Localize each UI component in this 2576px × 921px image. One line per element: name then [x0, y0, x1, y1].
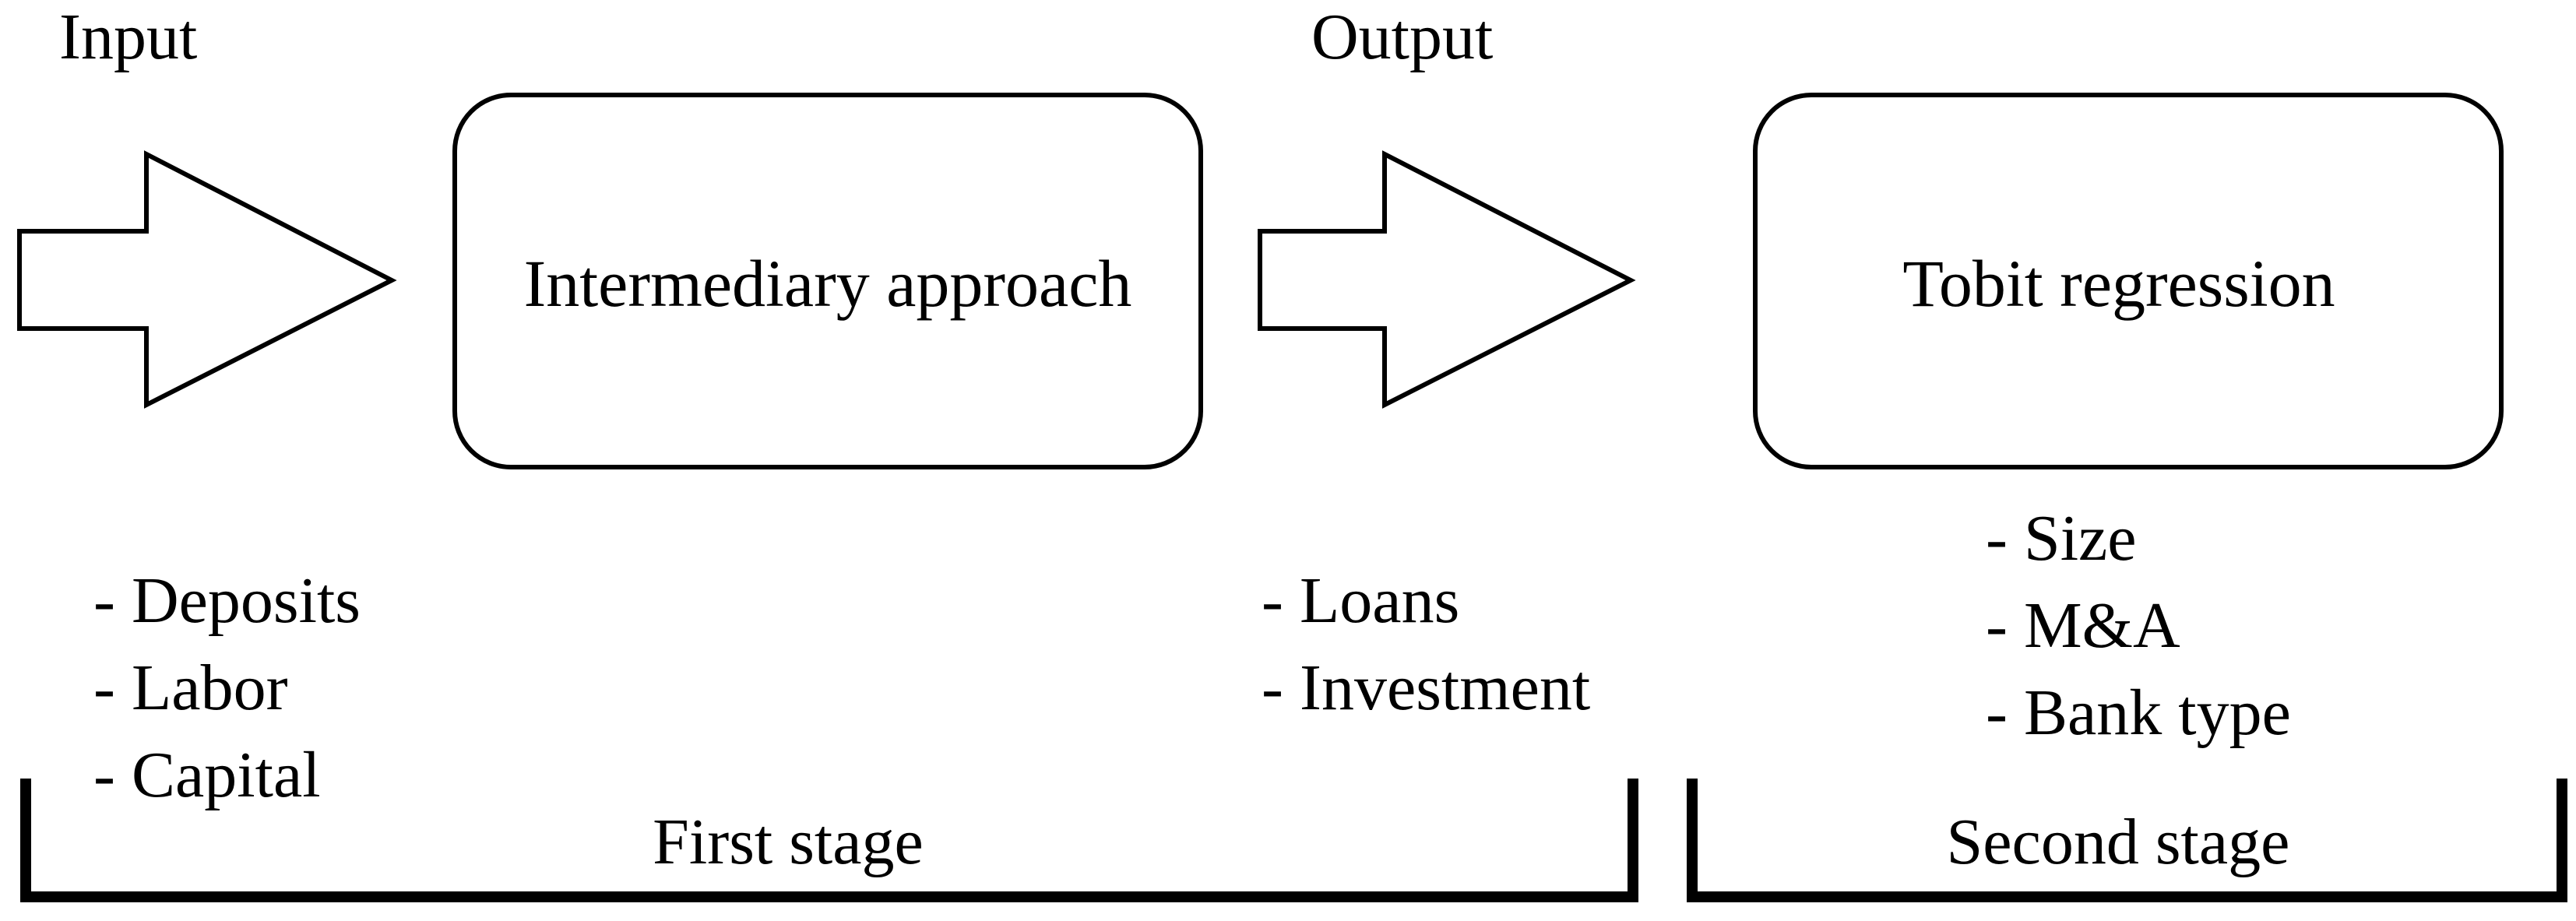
input-label: Input: [59, 1, 198, 73]
list-item: - Investment: [1262, 652, 1591, 724]
list-item: - M&A: [1986, 589, 2180, 662]
tobit-regression-label: Tobit regression: [1902, 246, 2335, 321]
second-stage-bracket: [1687, 779, 2567, 902]
second-stage-variables-list: - Size - M&A - Bank type: [1986, 495, 2291, 757]
list-item: - Loans: [1262, 564, 1460, 637]
list-item: - Deposits: [93, 564, 361, 637]
list-item: - Labor: [93, 652, 288, 724]
input-variables-list: - Deposits - Labor - Capital: [93, 557, 361, 819]
intermediary-approach-box: [452, 93, 1203, 469]
list-item: - Size: [1986, 502, 2137, 575]
tobit-regression-box: [1753, 93, 2504, 469]
intermediary-approach-label: Intermediary approach: [523, 246, 1132, 321]
list-item: - Capital: [93, 739, 321, 811]
list-item: - Bank type: [1986, 677, 2291, 749]
first-stage-label: First stage: [653, 806, 924, 878]
input-arrow: [17, 150, 397, 409]
output-variables-list: - Loans - Investment: [1262, 557, 1590, 732]
output-label: Output: [1311, 1, 1494, 73]
second-stage-label: Second stage: [1946, 806, 2290, 878]
output-arrow: [1258, 150, 1636, 409]
first-stage-bracket: [20, 779, 1638, 902]
